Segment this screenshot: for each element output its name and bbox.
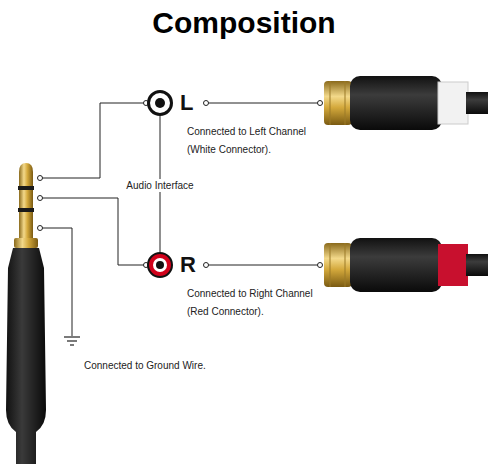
rca-connector-left [324,76,488,130]
edge-label: Audio Interface [123,179,196,192]
jack-icon [146,251,174,279]
title: Composition [152,6,335,39]
description-note: Connected to Left Channel (White Connect… [187,126,306,155]
channel-jack: L [146,89,193,117]
channel-jack: R [146,251,196,279]
label-holder: Connected to Ground Wire. [84,355,254,373]
label-holder: Connected to Left Channel (White Connect… [187,121,337,157]
junction-dot [38,101,323,268]
wire [38,103,320,336]
jack-plug [6,163,46,464]
channel-letter: L [180,90,193,116]
ground-symbol [64,337,80,345]
jack-icon [146,89,174,117]
description-note: Connected to Right Channel (Red Connecto… [187,288,313,317]
description-note: Connected to Ground Wire. [84,360,206,371]
rca-connector-right [324,238,488,292]
channel-letter: R [180,252,196,278]
label-holder: Connected to Right Channel (Red Connecto… [187,283,337,319]
title-holder: Composition [152,6,335,40]
edge-label-holder: Audio Interface [123,175,196,193]
